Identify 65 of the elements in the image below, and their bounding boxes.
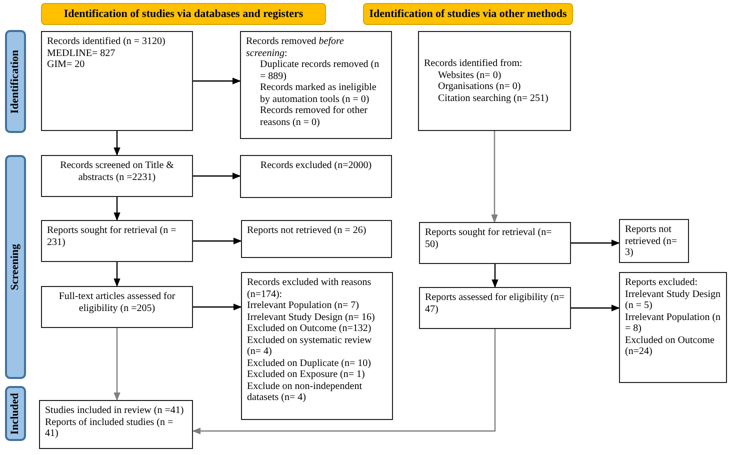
arrow (491, 131, 498, 223)
arrow (114, 328, 120, 401)
phase-label: Included (5, 386, 26, 441)
box-text: Exclude on non-independent datasets (n= 4) (247, 380, 363, 404)
phase-label: Screening (5, 155, 26, 379)
box-text: Irrelevant Study Design (n = 5) (625, 288, 721, 312)
box-text: Websites (n= 0) (438, 70, 502, 81)
arrow (193, 304, 242, 310)
box-text: Excluded on Duplicate (n= 10) (247, 358, 371, 369)
arrow (492, 264, 498, 288)
arrow (193, 238, 242, 244)
box-text: Reports sought for retrieval (n= 50) (425, 227, 553, 250)
process-box (39, 400, 193, 449)
box-text: Records identified (n = 3120) (47, 36, 166, 48)
arrow (114, 197, 120, 221)
process-box (41, 155, 193, 197)
arrow (193, 172, 241, 180)
box-text: Records excluded (n=2000) (260, 160, 372, 172)
arrow (114, 262, 120, 287)
box-text: Reports excluded: (625, 277, 698, 288)
box-text: Excluded on Exposure (n= 1) (247, 369, 365, 380)
process-box (41, 31, 193, 131)
process-box (41, 220, 193, 262)
process-box (240, 155, 392, 198)
box-text: Records removed before screening: (246, 36, 345, 59)
box-text: Full-text articles assessed for eligibility (n =205) (58, 291, 176, 314)
process-box (619, 219, 689, 263)
box-text: Excluded on systematic review (n= 4) (247, 334, 373, 358)
box-text: Citation searching (n= 251) (438, 92, 548, 104)
process-box (241, 220, 392, 258)
process-box (418, 31, 571, 131)
arrow (571, 240, 620, 246)
box-text: Studies included in review (n =41) (45, 405, 184, 416)
process-box (240, 31, 392, 139)
box-text: Records removed for other reasons (n = 0) (260, 105, 368, 128)
box-text: GIM= 20 (47, 59, 85, 70)
box-text: Reports assessed for eligibility (n= 47) (425, 292, 565, 315)
box-text: Reports not retrieved (n= 3) (625, 224, 678, 258)
section-header: Identification of studies via other methods (363, 3, 573, 25)
process-box (41, 286, 193, 328)
box-text: Excluded on Outcome (n=24) (625, 334, 716, 358)
process-box (241, 272, 393, 420)
box-text: MEDLINE= 827 (47, 48, 116, 59)
section-header: Identification of studies via databases and registers (41, 3, 326, 25)
box-text: Irrelevant Population (n= 7) (247, 300, 359, 312)
box-text: Irrelevant Population (n = 8) (625, 312, 721, 334)
arrow (571, 304, 620, 312)
phase-label: Identification (5, 30, 26, 133)
box-text: Records excluded with reasons (n=174): (247, 277, 372, 300)
box-text: Records marked as ineligible by automation tools (n = 0) (260, 82, 378, 105)
box-text: Reports sought for retrieval (n = 231) (47, 225, 178, 248)
box-text: Records identified from: (424, 58, 522, 70)
box-text: Reports of included studies (n = 41) (45, 416, 174, 440)
arrow (114, 131, 120, 156)
process-box (419, 287, 571, 329)
arrow (193, 78, 241, 84)
process-box (419, 222, 571, 264)
box-text: Excluded on Outcome (n=132) (247, 323, 372, 334)
box-text: Irrelevant Study Design (n= 16) (247, 312, 375, 323)
box-text: Organisations (n= 0) (438, 81, 521, 92)
process-box (619, 272, 727, 383)
box-text: Duplicate records removed (n = 889) (260, 59, 380, 82)
box-text: Records screened on Title & abstracts (n =2231) (59, 160, 175, 183)
arrow (192, 329, 496, 434)
box-text: Reports not retrieved (n = 26) (247, 225, 366, 236)
